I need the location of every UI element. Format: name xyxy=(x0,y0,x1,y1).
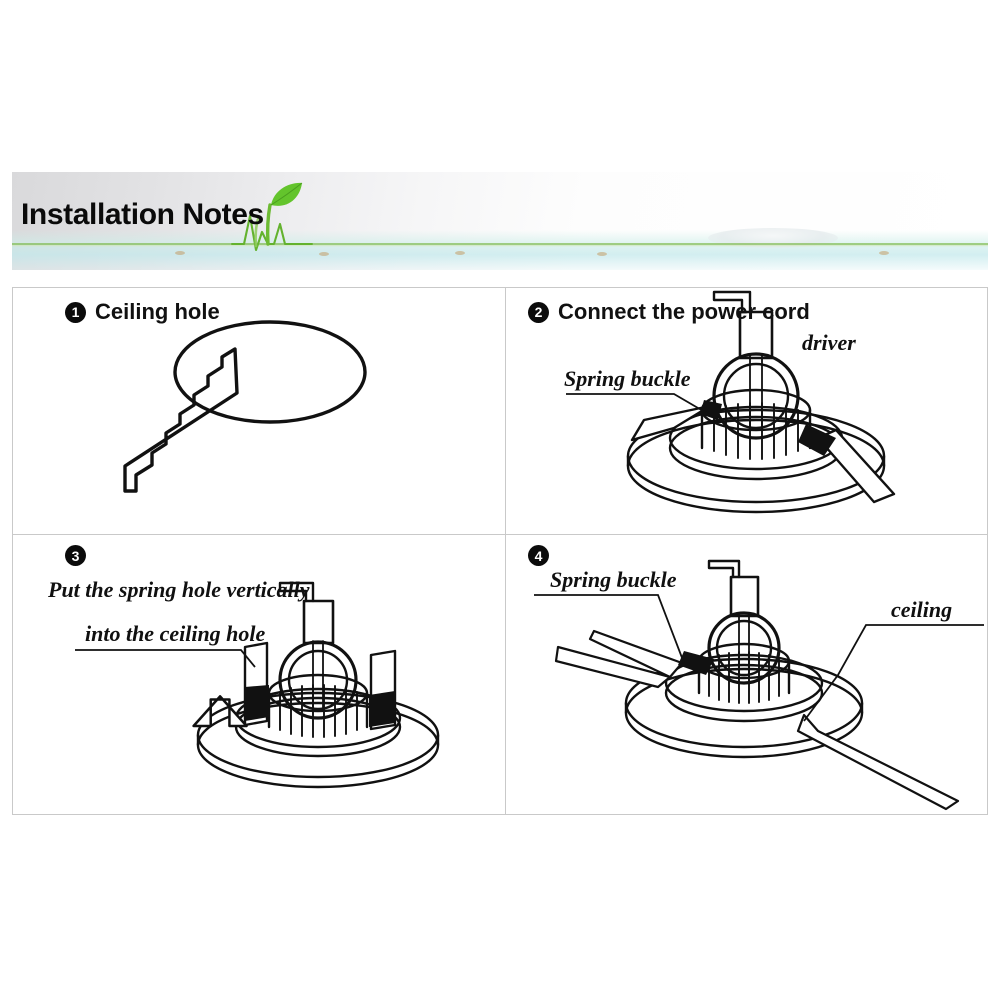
step-4-heading: 4 xyxy=(528,545,549,566)
spring-pivot-left xyxy=(678,651,714,675)
step-panel-4: 4 xyxy=(506,535,987,816)
spring-pivot-right xyxy=(798,424,836,456)
step-3-heading: 3 xyxy=(65,545,86,566)
driver-label: driver xyxy=(802,330,856,355)
installation-notes-banner: Installation Notes xyxy=(12,172,988,270)
spring-pivot-left xyxy=(700,400,722,420)
step-panel-3: 3 xyxy=(13,535,505,816)
instruction-line-2: into the ceiling hole xyxy=(85,621,266,646)
fixture-insert-up-diagram: Put the spring hole vertically into the … xyxy=(47,577,440,789)
grid-vertical-divider xyxy=(505,288,506,814)
fixture-installed-diagram: Spring buckle ceiling xyxy=(534,559,984,811)
step-number-badge-2: 2 xyxy=(528,301,549,323)
ceiling-hole-saw-diagram xyxy=(123,320,367,493)
spring-pivot-right xyxy=(369,691,395,727)
grid-horizontal-divider xyxy=(13,534,987,535)
banner-decoration xyxy=(12,182,988,256)
step-number-badge-4: 4 xyxy=(528,545,549,566)
instruction-line-1: Put the spring hole vertically xyxy=(47,577,310,602)
step-1-heading: 1 Ceiling hole xyxy=(65,299,220,325)
ceiling-label: ceiling xyxy=(891,597,952,622)
installation-steps-grid: 1 Ceiling hole 2 Connect the power cord xyxy=(12,287,988,815)
banner-highlight-blob xyxy=(708,228,838,248)
downlight-fixture-diagram: Spring buckle driver xyxy=(564,290,896,514)
step-panel-2: 2 Connect the power cord xyxy=(506,288,987,534)
spring-pivot-left xyxy=(245,685,269,721)
step-number-badge-3: 3 xyxy=(65,545,86,566)
spring-buckle-label: Spring buckle xyxy=(564,366,691,391)
spring-buckle-label: Spring buckle xyxy=(550,567,677,592)
step-1-title: Ceiling hole xyxy=(95,299,220,324)
step-panel-1: 1 Ceiling hole xyxy=(13,288,505,534)
step-number-badge-1: 1 xyxy=(65,301,86,323)
page-title: Installation Notes xyxy=(21,198,264,231)
